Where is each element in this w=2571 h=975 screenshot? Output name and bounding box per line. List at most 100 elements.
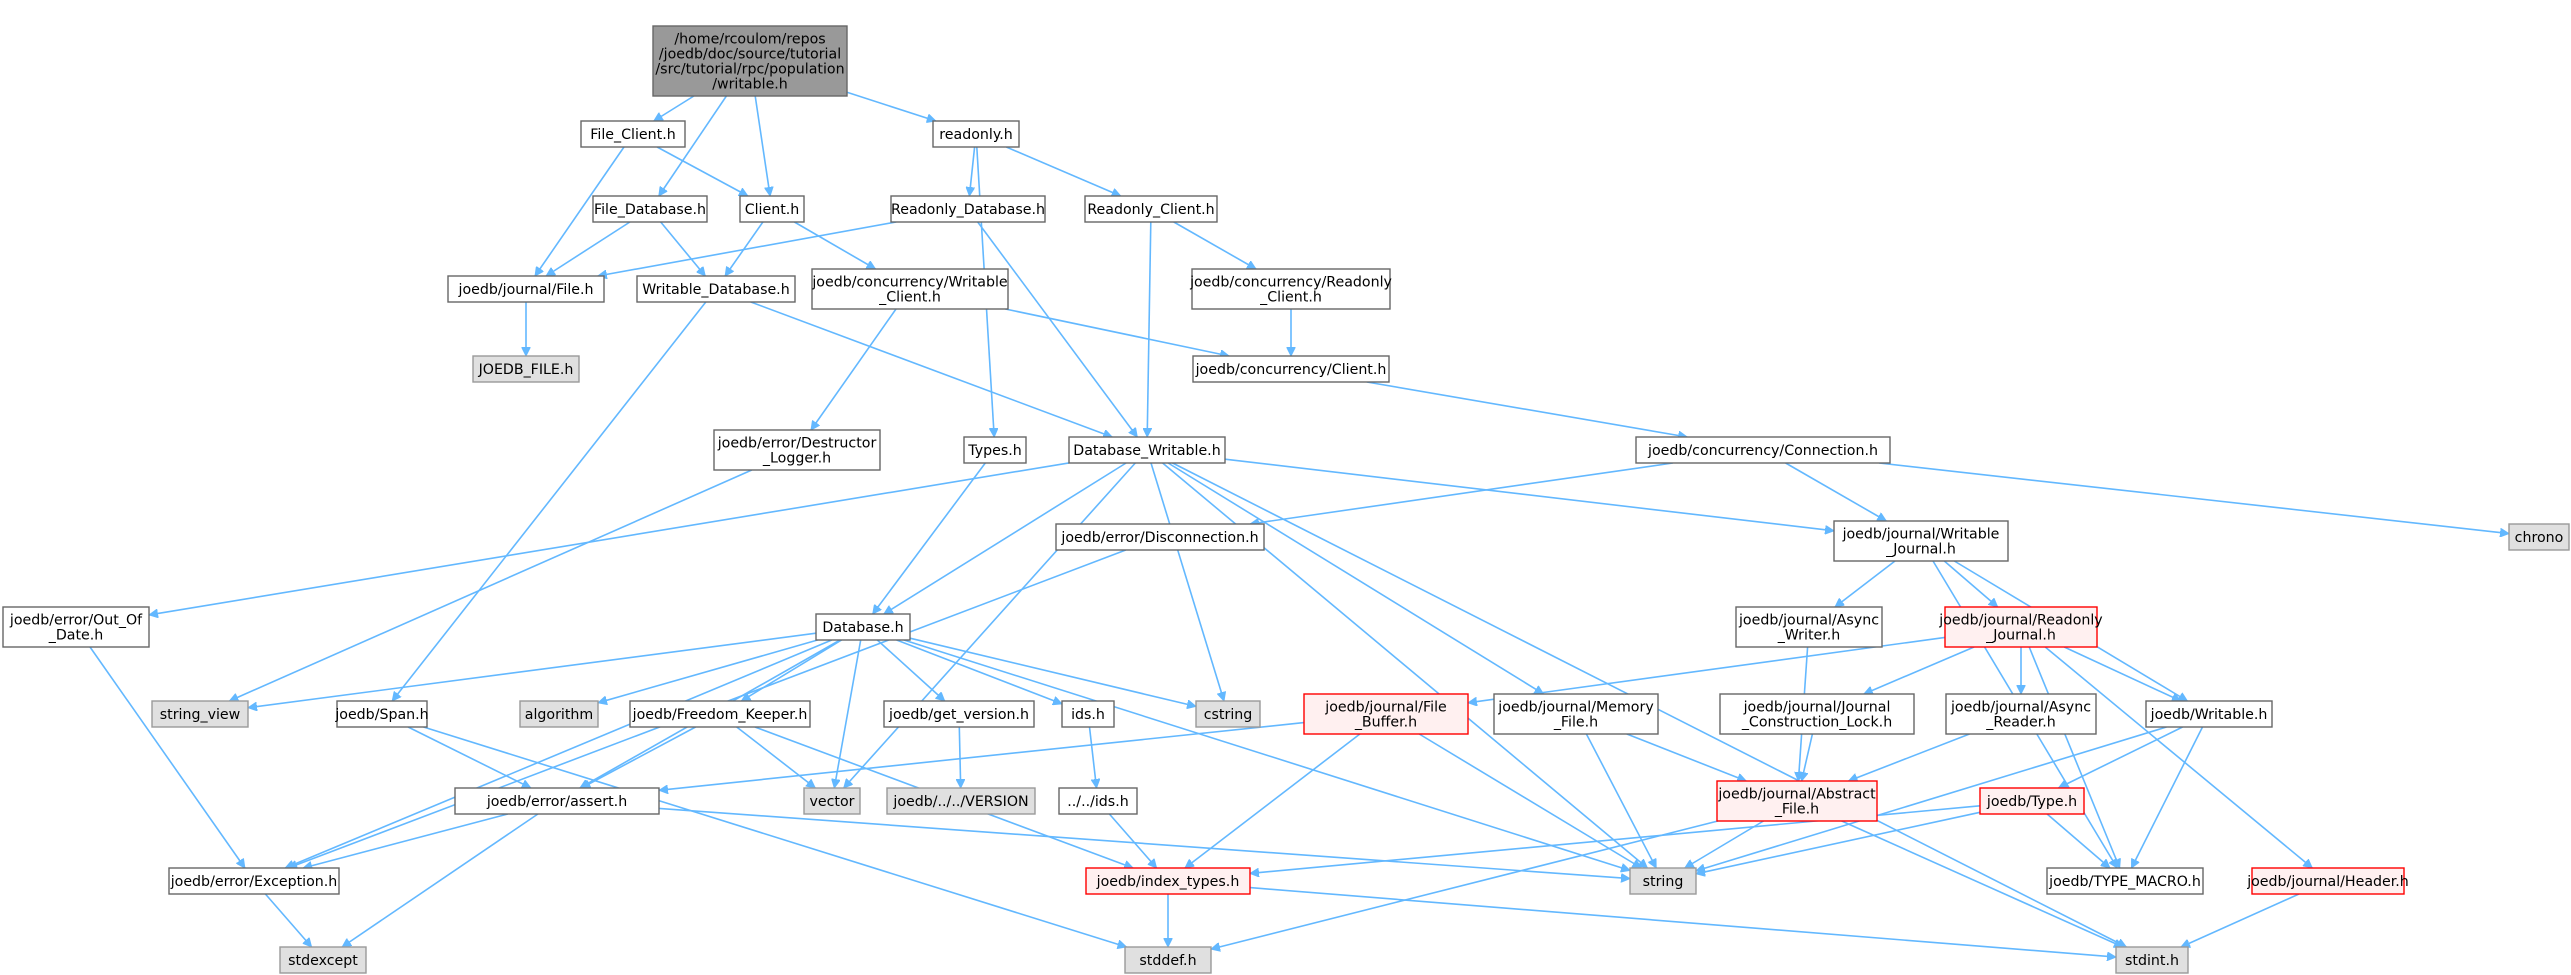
node-abstract-file[interactable]: joedb/journal/Abstract_File.h (1716, 780, 1878, 822)
edge-writable-to-string (1696, 726, 2167, 871)
node-database[interactable]: Database.h (815, 613, 911, 641)
node-type[interactable]: joedb/Type.h (1979, 787, 2085, 815)
edge-database_writable-to-vector (844, 462, 1136, 788)
node-file-database[interactable]: File_Database.h (592, 195, 708, 223)
node-label: joedb/../../VERSION (892, 794, 1028, 810)
node-index-types[interactable]: joedb/index_types.h (1085, 867, 1251, 895)
node-cstring: cstring (1195, 700, 1261, 728)
node-readonly-client[interactable]: Readonly_Client.h (1084, 195, 1218, 223)
node-disconnection[interactable]: joedb/error/Disconnection.h (1055, 523, 1265, 551)
edge-conc_connection-to-writable_journal (1785, 462, 1887, 522)
node-label: ids.h (1071, 707, 1105, 723)
edge-root-to-file_database (658, 95, 728, 196)
node-label: joedb/journal/Header.h (2246, 874, 2409, 890)
edge-database-to-cstring (909, 637, 1196, 706)
node-box (2251, 867, 2405, 895)
node-ids[interactable]: ids.h (1061, 700, 1115, 728)
node-readonly-database[interactable]: Readonly_Database.h (890, 195, 1046, 223)
node-box (713, 429, 881, 471)
node-label: stdexcept (288, 953, 358, 969)
edge-database-to-vector (834, 639, 862, 788)
node-assert[interactable]: joedb/error/assert.h (454, 787, 660, 815)
edge-types-to-database (872, 462, 986, 614)
node-destructor-logger[interactable]: joedb/error/Destructor_Logger.h (713, 429, 881, 471)
edge-conc_writable_client-to-conc_client (1005, 308, 1229, 356)
node-label: _File.h (1553, 715, 1598, 731)
node-string-view: string_view (151, 700, 249, 728)
edge-readonly_journal-to-header (2044, 646, 2312, 868)
edge-file_client-to-client (656, 146, 748, 197)
node-box (1979, 787, 2085, 815)
node-span[interactable]: joedb/Span.h (334, 700, 429, 728)
node-construction-lock[interactable]: joedb/journal/Journal_Construction_Lock.… (1719, 693, 1915, 735)
edges (89, 91, 2509, 957)
edge-database_writable-to-database (884, 462, 1127, 615)
node-label: joedb/Freedom_Keeper.h (632, 707, 808, 723)
edge-async_reader-to-abstract_file (1849, 733, 1970, 781)
node-type-macro[interactable]: joedb/TYPE_MACRO.h (2046, 867, 2204, 895)
node-box (803, 787, 861, 815)
node-conc-readonly-client[interactable]: joedb/concurrency/Readonly_Client.h (1189, 268, 1392, 310)
edge-header-to-stdint (2181, 893, 2300, 947)
node-freedom-keeper[interactable]: joedb/Freedom_Keeper.h (629, 700, 811, 728)
node-writable[interactable]: joedb/Writable.h (2145, 700, 2273, 728)
edge-readonly_journal-to-file_buffer (1468, 636, 1946, 702)
node-label: JOEDB_FILE.h (478, 362, 574, 378)
node-version: joedb/../../VERSION (886, 787, 1036, 815)
edge-root-to-readonly (846, 91, 936, 121)
node-label: _Journal.h (1885, 542, 1956, 558)
node-label: /home/rcoulom/repos (674, 32, 825, 48)
node-box (336, 700, 428, 728)
edge-readonly-to-readonly_database (969, 146, 976, 196)
node-up-ids[interactable]: ../../ids.h (1058, 787, 1138, 815)
node-get-version[interactable]: joedb/get_version.h (883, 700, 1035, 728)
node-box (1068, 436, 1226, 464)
node-exception[interactable]: joedb/error/Exception.h (168, 867, 340, 895)
node-conc-writable-client[interactable]: joedb/concurrency/Writable_Client.h (811, 268, 1009, 310)
node-label: joedb/journal/Async (1950, 700, 2091, 716)
node-label: /src/tutorial/rpc/population (655, 62, 844, 78)
edge-readonly_database-to-database_writable (977, 221, 1138, 437)
node-label: joedb/journal/File (1324, 700, 1447, 716)
edge-up_ids-to-index_types (1108, 813, 1156, 868)
node-async-reader[interactable]: joedb/journal/Async_Reader.h (1945, 693, 2097, 735)
node-root[interactable]: /home/rcoulom/repos/joedb/doc/source/tut… (652, 25, 848, 97)
node-conc-client[interactable]: joedb/concurrency/Client.h (1192, 355, 1390, 383)
edge-freedom_keeper-to-vector (736, 726, 816, 789)
node-box (963, 436, 1027, 464)
node-writable-journal[interactable]: joedb/journal/Writable_Journal.h (1833, 520, 2009, 562)
node-async-writer[interactable]: joedb/journal/Async_Writer.h (1735, 606, 1883, 648)
node-label: joedb/get_version.h (888, 707, 1029, 723)
node-out-of-date[interactable]: joedb/error/Out_Of_Date.h (2, 606, 150, 648)
node-writable-database[interactable]: Writable_Database.h (636, 275, 796, 303)
node-memory-file[interactable]: joedb/journal/Memory_File.h (1493, 693, 1659, 735)
edge-writable-to-type (2058, 726, 2183, 789)
edge-database_writable-to-out_of_date (149, 462, 1070, 615)
node-readonly-journal[interactable]: joedb/journal/Readonly_Journal.h (1938, 606, 2103, 648)
node-file-buffer[interactable]: joedb/journal/File_Buffer.h (1303, 693, 1469, 735)
node-label: joedb/Type.h (1986, 794, 2077, 810)
node-client[interactable]: Client.h (739, 195, 805, 223)
edge-file_buffer-to-string (1418, 733, 1641, 869)
edge-assert-to-string (658, 807, 1630, 878)
edge-out_of_date-to-exception (89, 646, 246, 868)
node-label: joedb/journal/File.h (458, 282, 594, 298)
node-conc-connection[interactable]: joedb/concurrency/Connection.h (1635, 436, 1891, 464)
node-box (629, 700, 811, 728)
node-readonly[interactable]: readonly.h (932, 120, 1020, 148)
node-types[interactable]: Types.h (963, 436, 1027, 464)
node-header[interactable]: joedb/journal/Header.h (2246, 867, 2409, 895)
node-label: joedb/journal/Memory (1497, 700, 1653, 716)
node-box (1635, 436, 1891, 464)
node-box (932, 120, 1020, 148)
node-file-client[interactable]: File_Client.h (580, 120, 686, 148)
node-journal-file[interactable]: joedb/journal/File.h (447, 275, 605, 303)
edge-writable_database-to-span (391, 301, 707, 701)
edge-readonly_database-to-journal_file (598, 221, 897, 276)
node-database-writable[interactable]: Database_Writable.h (1068, 436, 1226, 464)
node-box (1719, 693, 1915, 735)
node-vector: vector (803, 787, 861, 815)
node-label: _Client.h (1259, 290, 1322, 306)
node-label: cstring (1204, 707, 1253, 723)
node-label: _Journal.h (1985, 628, 2056, 644)
